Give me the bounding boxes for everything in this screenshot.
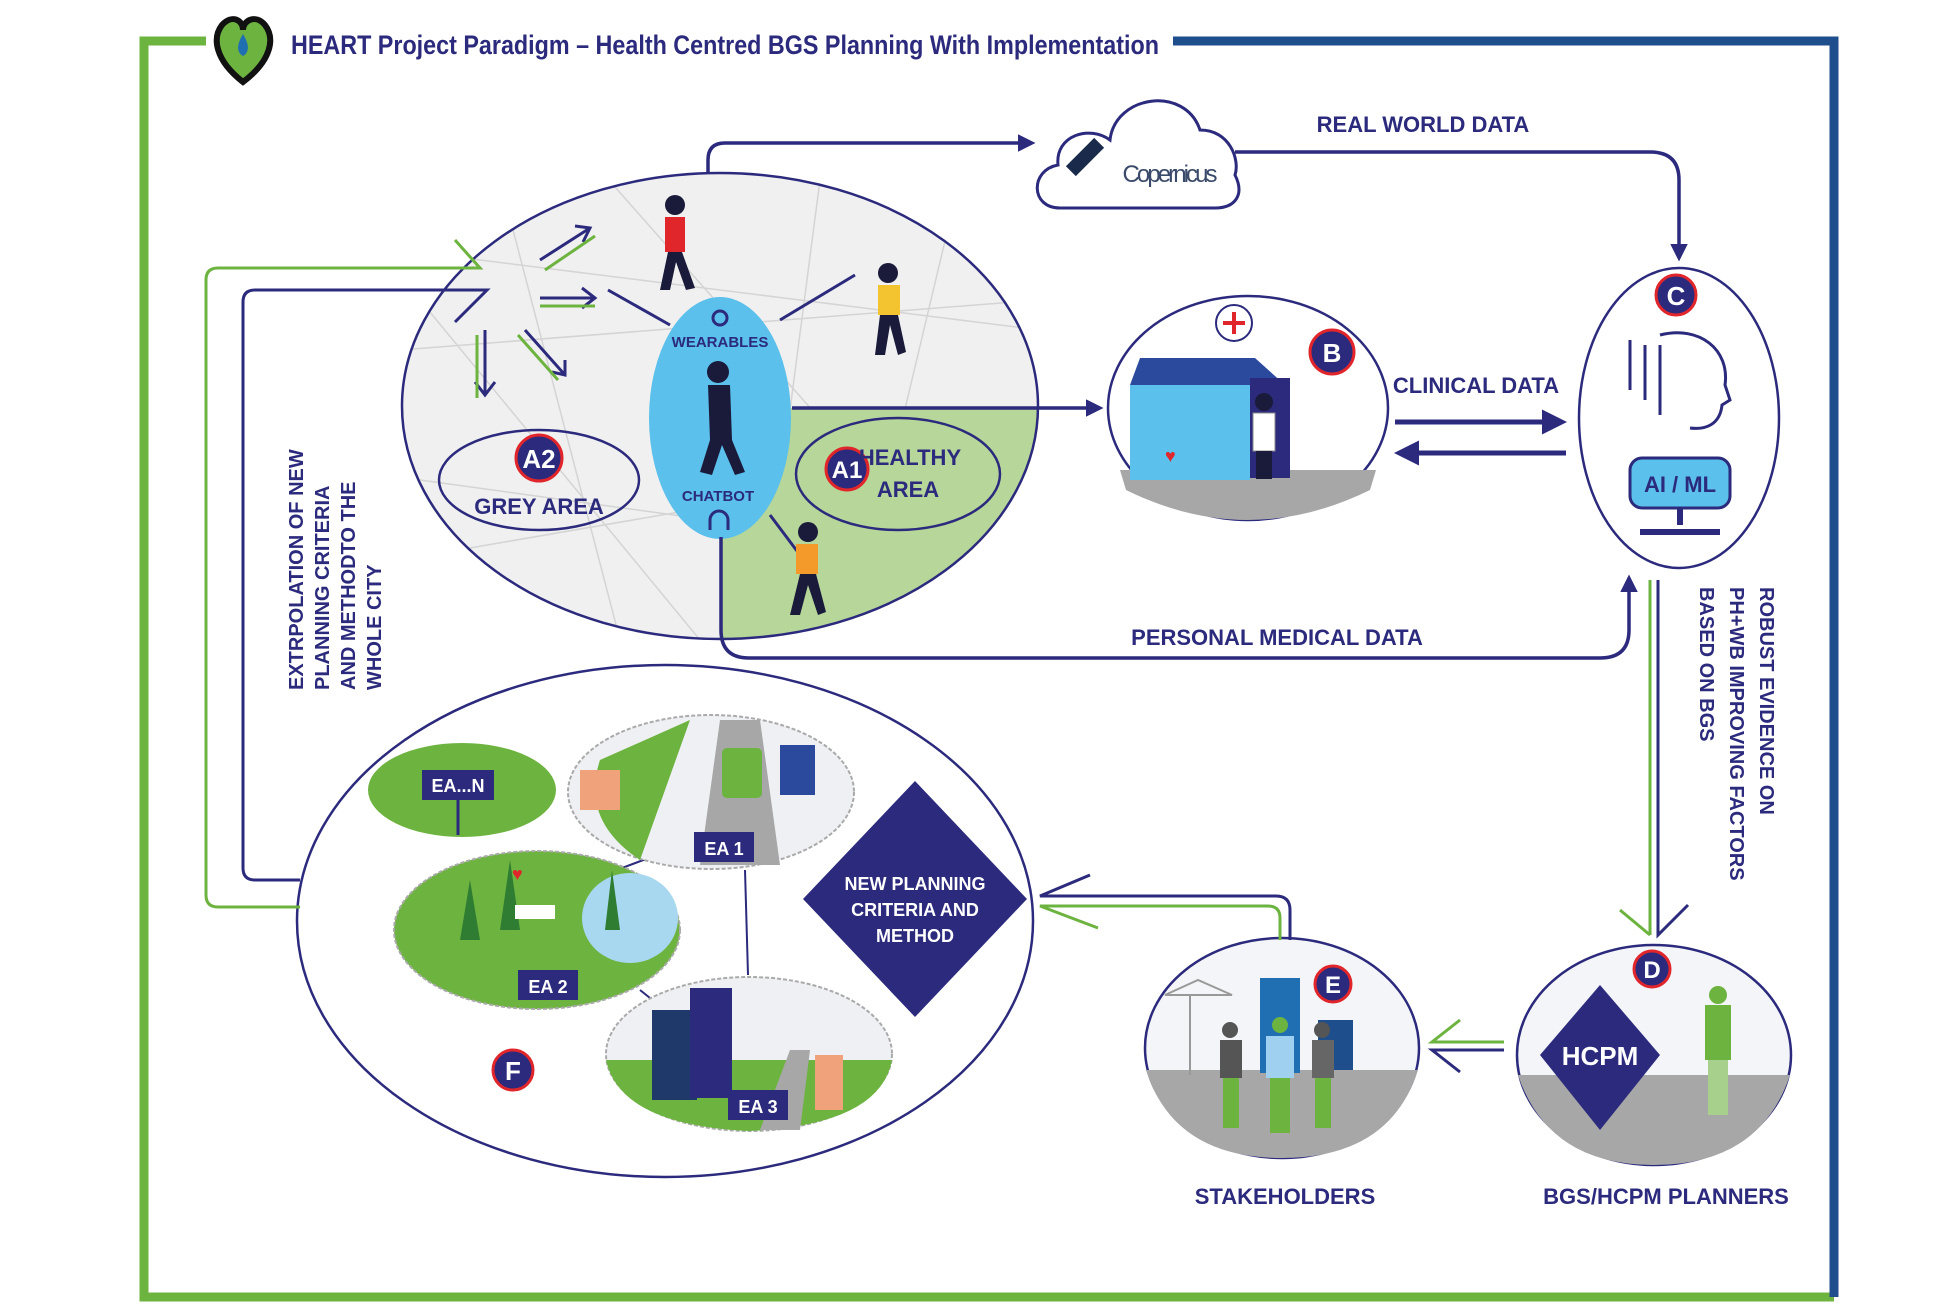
- evidence-flow: [1619, 580, 1690, 939]
- wearables-label: WEARABLES: [672, 334, 769, 351]
- grey-area-node: A2 GREY AREA: [437, 428, 641, 532]
- ea-n-label: EA...N: [431, 776, 484, 796]
- planning-criteria-node: EA...N EA 1 ♥ EA 2: [295, 663, 1035, 1179]
- crane-icon: [1164, 978, 1233, 1075]
- healthy-label: HEALTHY: [859, 445, 962, 470]
- area-label: AREA: [877, 477, 939, 502]
- ai-head-icon: [1628, 331, 1732, 430]
- flow-lines: [706, 134, 1688, 660]
- dispersion-arrows: [473, 224, 856, 556]
- chatbot-label: CHATBOT: [682, 488, 754, 505]
- ea-2-area: ♥ EA 2: [393, 850, 681, 1010]
- hospital-node: ♥ B: [1106, 294, 1390, 522]
- stakeholders-node: E: [1143, 936, 1421, 1160]
- stakeholders-to-planning-arrow: [1039, 873, 1292, 940]
- svg-text:ROBUST EVIDENCE ON: ROBUST EVIDENCE ON: [1755, 587, 1777, 815]
- a2-badge: A2: [522, 444, 555, 474]
- hcpm-label: HCPM: [1562, 1041, 1639, 1071]
- e-badge: E: [1325, 972, 1341, 999]
- robust-evidence-label: ROBUST EVIDENCE ON PH+WB IMPROVING FACTO…: [1695, 587, 1777, 881]
- planners-node: HCPM D: [1515, 943, 1793, 1167]
- extrapolation-loop: [204, 239, 491, 909]
- svg-text:PH+WB IMPROVING FACTORS: PH+WB IMPROVING FACTORS: [1725, 587, 1747, 881]
- healthy-area-node: A1 HEALTHY AREA: [794, 416, 1002, 532]
- health-icons: ♥: [512, 864, 523, 884]
- a1-badge: A1: [832, 457, 863, 484]
- health-icons: ♥: [1165, 446, 1176, 466]
- ea-n-area: EA...N: [368, 743, 556, 837]
- wearables-chatbot-node: WEARABLES CHATBOT: [649, 297, 791, 539]
- stakeholders-caption: STAKEHOLDERS: [1195, 1184, 1376, 1209]
- f-badge: F: [505, 1056, 521, 1086]
- ea-2-label: EA 2: [528, 977, 567, 997]
- svg-text:EXTRPOLATION OF NEW: EXTRPOLATION OF NEW: [286, 449, 308, 690]
- heart-logo-icon: [213, 16, 274, 86]
- doctor-icon: [1252, 393, 1276, 479]
- headphones-icon: [708, 509, 730, 530]
- diamond-line-2: CRITERIA AND: [851, 900, 979, 920]
- svg-text:AND METHODTO THE: AND METHODTO THE: [338, 481, 360, 690]
- wearable-icon: [711, 309, 729, 327]
- walking-person-icon: [700, 361, 745, 475]
- svg-text:WHOLE CITY: WHOLE CITY: [364, 564, 386, 690]
- extrapolation-label: EXTRPOLATION OF NEW PLANNING CRITERIA AN…: [286, 449, 386, 690]
- personal-medical-data-label: PERSONAL MEDICAL DATA: [1131, 625, 1423, 650]
- frame: [139, 36, 1839, 1302]
- ai-ml-label: AI / ML: [1644, 472, 1716, 497]
- diamond-line-3: METHOD: [876, 926, 954, 946]
- diamond-line-1: NEW PLANNING: [845, 874, 986, 894]
- ea-3-label: EA 3: [738, 1097, 777, 1117]
- planner-person-icon: [1705, 986, 1731, 1115]
- person-wearable-icon: [660, 195, 906, 615]
- ai-ml-node: C AI / ML: [1577, 266, 1781, 570]
- copernicus-logo: Copernicus: [1123, 161, 1218, 188]
- ea-3-area: EA 3: [605, 976, 893, 1132]
- satellite-icon: [1065, 137, 1105, 177]
- d-badge: D: [1643, 957, 1660, 984]
- c-badge: C: [1667, 281, 1686, 311]
- clinical-data-label: CLINICAL DATA: [1393, 373, 1559, 398]
- stakeholder-people-icon: [1220, 1017, 1334, 1133]
- planning-diamond: [803, 781, 1027, 1017]
- b-badge: B: [1323, 338, 1342, 368]
- ea-1-label: EA 1: [704, 839, 743, 859]
- grey-area-label: GREY AREA: [474, 494, 604, 519]
- svg-text:BASED ON BGS: BASED ON BGS: [1695, 587, 1717, 741]
- ea-1-area: EA 1: [567, 714, 855, 870]
- svg-text:PLANNING CRITERIA: PLANNING CRITERIA: [312, 486, 334, 690]
- monitor-stand-icon: [1640, 508, 1720, 535]
- planners-caption: BGS/HCPM PLANNERS: [1543, 1184, 1789, 1209]
- copernicus-cloud: Copernicus: [1035, 99, 1241, 210]
- page-title: HEART Project Paradigm – Health Centred …: [291, 30, 1159, 60]
- planners-to-stakeholders-arrow: [1427, 1018, 1504, 1074]
- real-world-data-label: REAL WORLD DATA: [1317, 112, 1530, 137]
